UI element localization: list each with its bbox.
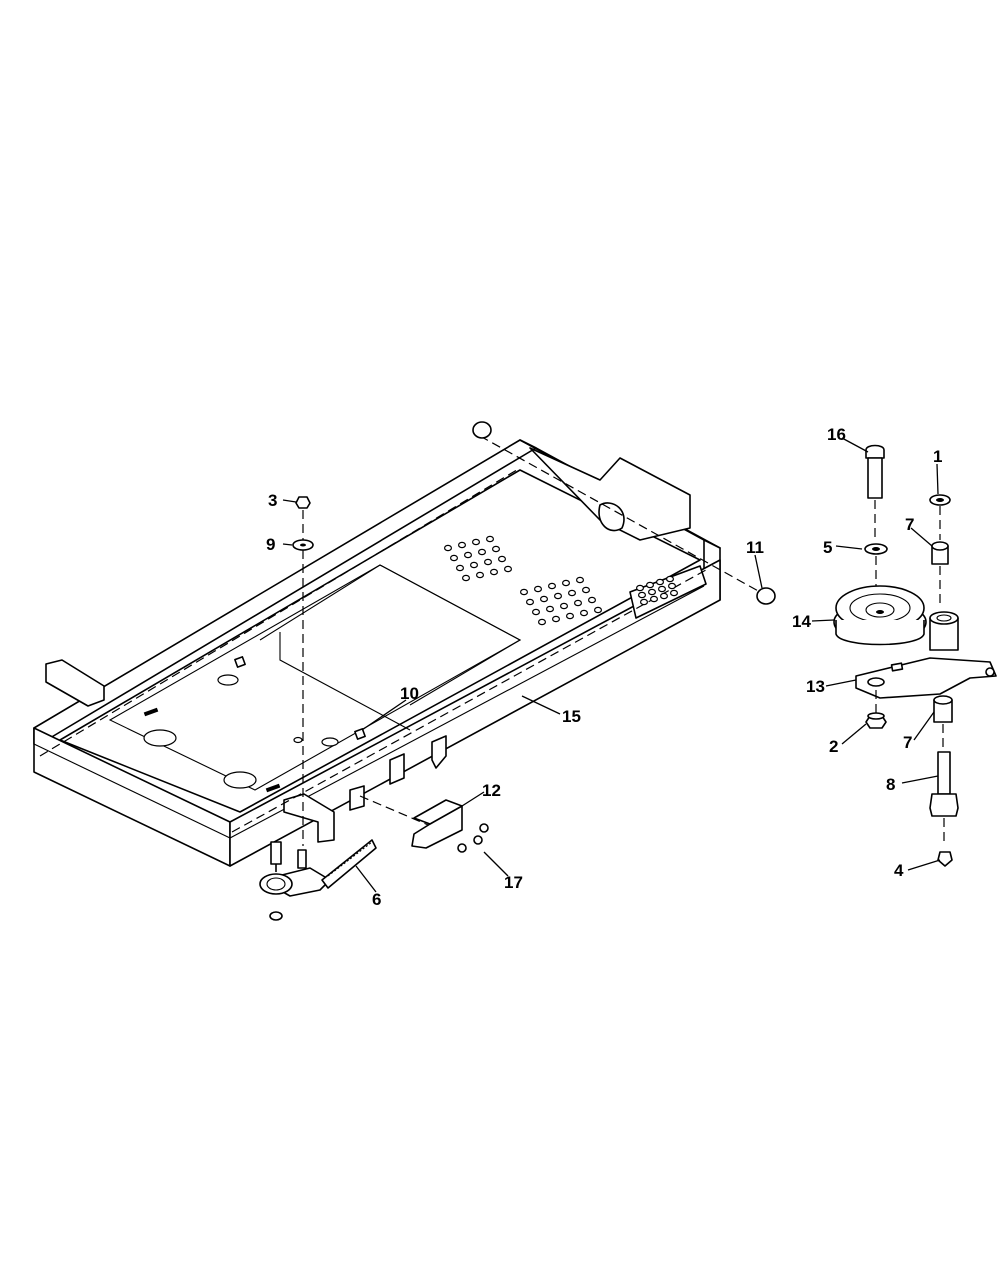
callout-9: 9 bbox=[266, 535, 275, 554]
frame-hole bbox=[573, 599, 582, 607]
frame-hole bbox=[490, 568, 499, 576]
callout-16: 16 bbox=[827, 425, 846, 444]
frame-hole bbox=[498, 555, 507, 563]
frame-hole bbox=[649, 595, 658, 603]
callout-5: 5 bbox=[823, 538, 832, 557]
callout-14: 14 bbox=[792, 612, 811, 631]
frame-hole bbox=[667, 582, 676, 590]
frame-hole bbox=[444, 544, 453, 552]
frame-hole bbox=[565, 612, 574, 620]
frame-hole-pattern bbox=[143, 535, 678, 793]
frame-hole bbox=[575, 576, 584, 584]
callout-3: 3 bbox=[268, 491, 277, 510]
callout-11: 11 bbox=[746, 538, 764, 557]
frame-hole bbox=[525, 598, 534, 606]
frame-hole bbox=[561, 579, 570, 587]
rear-plug-part bbox=[472, 421, 776, 605]
leader-lines bbox=[282, 437, 941, 893]
frame-hole bbox=[472, 538, 481, 546]
frame-hole bbox=[655, 578, 664, 586]
frame-hole bbox=[553, 592, 562, 600]
callout-15: 15 bbox=[562, 707, 581, 726]
frame-hole bbox=[545, 605, 554, 613]
callout-13: 13 bbox=[806, 677, 825, 696]
clip-part bbox=[234, 656, 366, 740]
frame-hole bbox=[669, 589, 678, 597]
callout-labels: 1 2 3 4 5 6 7 7 8 9 10 11 12 13 14 15 16… bbox=[266, 425, 942, 909]
frame-hole bbox=[504, 565, 513, 573]
frame-hole bbox=[567, 589, 576, 597]
frame-hole bbox=[470, 561, 479, 569]
callout-2: 2 bbox=[829, 737, 838, 756]
frame-hole bbox=[533, 585, 542, 593]
callout-7a: 7 bbox=[905, 515, 914, 534]
frame-hole bbox=[531, 608, 540, 616]
frame-hole bbox=[639, 598, 648, 606]
callout-6: 6 bbox=[372, 890, 381, 909]
frame-hole bbox=[647, 588, 656, 596]
frame-hole bbox=[519, 588, 528, 596]
frame-hole bbox=[486, 535, 495, 543]
frame-hole bbox=[450, 554, 459, 562]
frame-hole bbox=[579, 609, 588, 617]
frame-hole bbox=[551, 615, 560, 623]
frame-hole bbox=[559, 602, 568, 610]
frame-hole bbox=[492, 545, 501, 553]
callout-7b: 7 bbox=[903, 733, 912, 752]
callout-1: 1 bbox=[933, 447, 942, 466]
frame-hole bbox=[659, 592, 668, 600]
frame-hole bbox=[537, 618, 546, 626]
frame-hole bbox=[484, 558, 493, 566]
frame-hole bbox=[456, 564, 465, 572]
bracket-and-bolts bbox=[411, 799, 489, 853]
frame-hole bbox=[539, 595, 548, 603]
frame-hole bbox=[462, 574, 471, 582]
frame-hole bbox=[478, 548, 487, 556]
frame-hole bbox=[593, 606, 602, 614]
idler-arm-and-spring bbox=[259, 839, 377, 921]
frame-hole bbox=[587, 596, 596, 604]
frame-hole bbox=[637, 591, 646, 599]
callout-4: 4 bbox=[894, 861, 904, 880]
frame-hole bbox=[657, 585, 666, 593]
idler-pulley-assembly bbox=[833, 444, 997, 867]
frame-hole bbox=[581, 586, 590, 594]
frame-hole bbox=[635, 584, 644, 592]
nut-washer-stack bbox=[292, 496, 314, 846]
frame-hole bbox=[458, 541, 467, 549]
frame-hole bbox=[464, 551, 473, 559]
callout-8: 8 bbox=[886, 775, 895, 794]
frame-assembly bbox=[33, 435, 761, 867]
frame-hole bbox=[665, 575, 674, 583]
callout-12: 12 bbox=[482, 781, 501, 800]
frame-hole bbox=[547, 582, 556, 590]
frame-hole bbox=[645, 581, 654, 589]
frame-hole bbox=[476, 571, 485, 579]
callout-17: 17 bbox=[504, 873, 523, 892]
callout-10: 10 bbox=[400, 684, 419, 703]
